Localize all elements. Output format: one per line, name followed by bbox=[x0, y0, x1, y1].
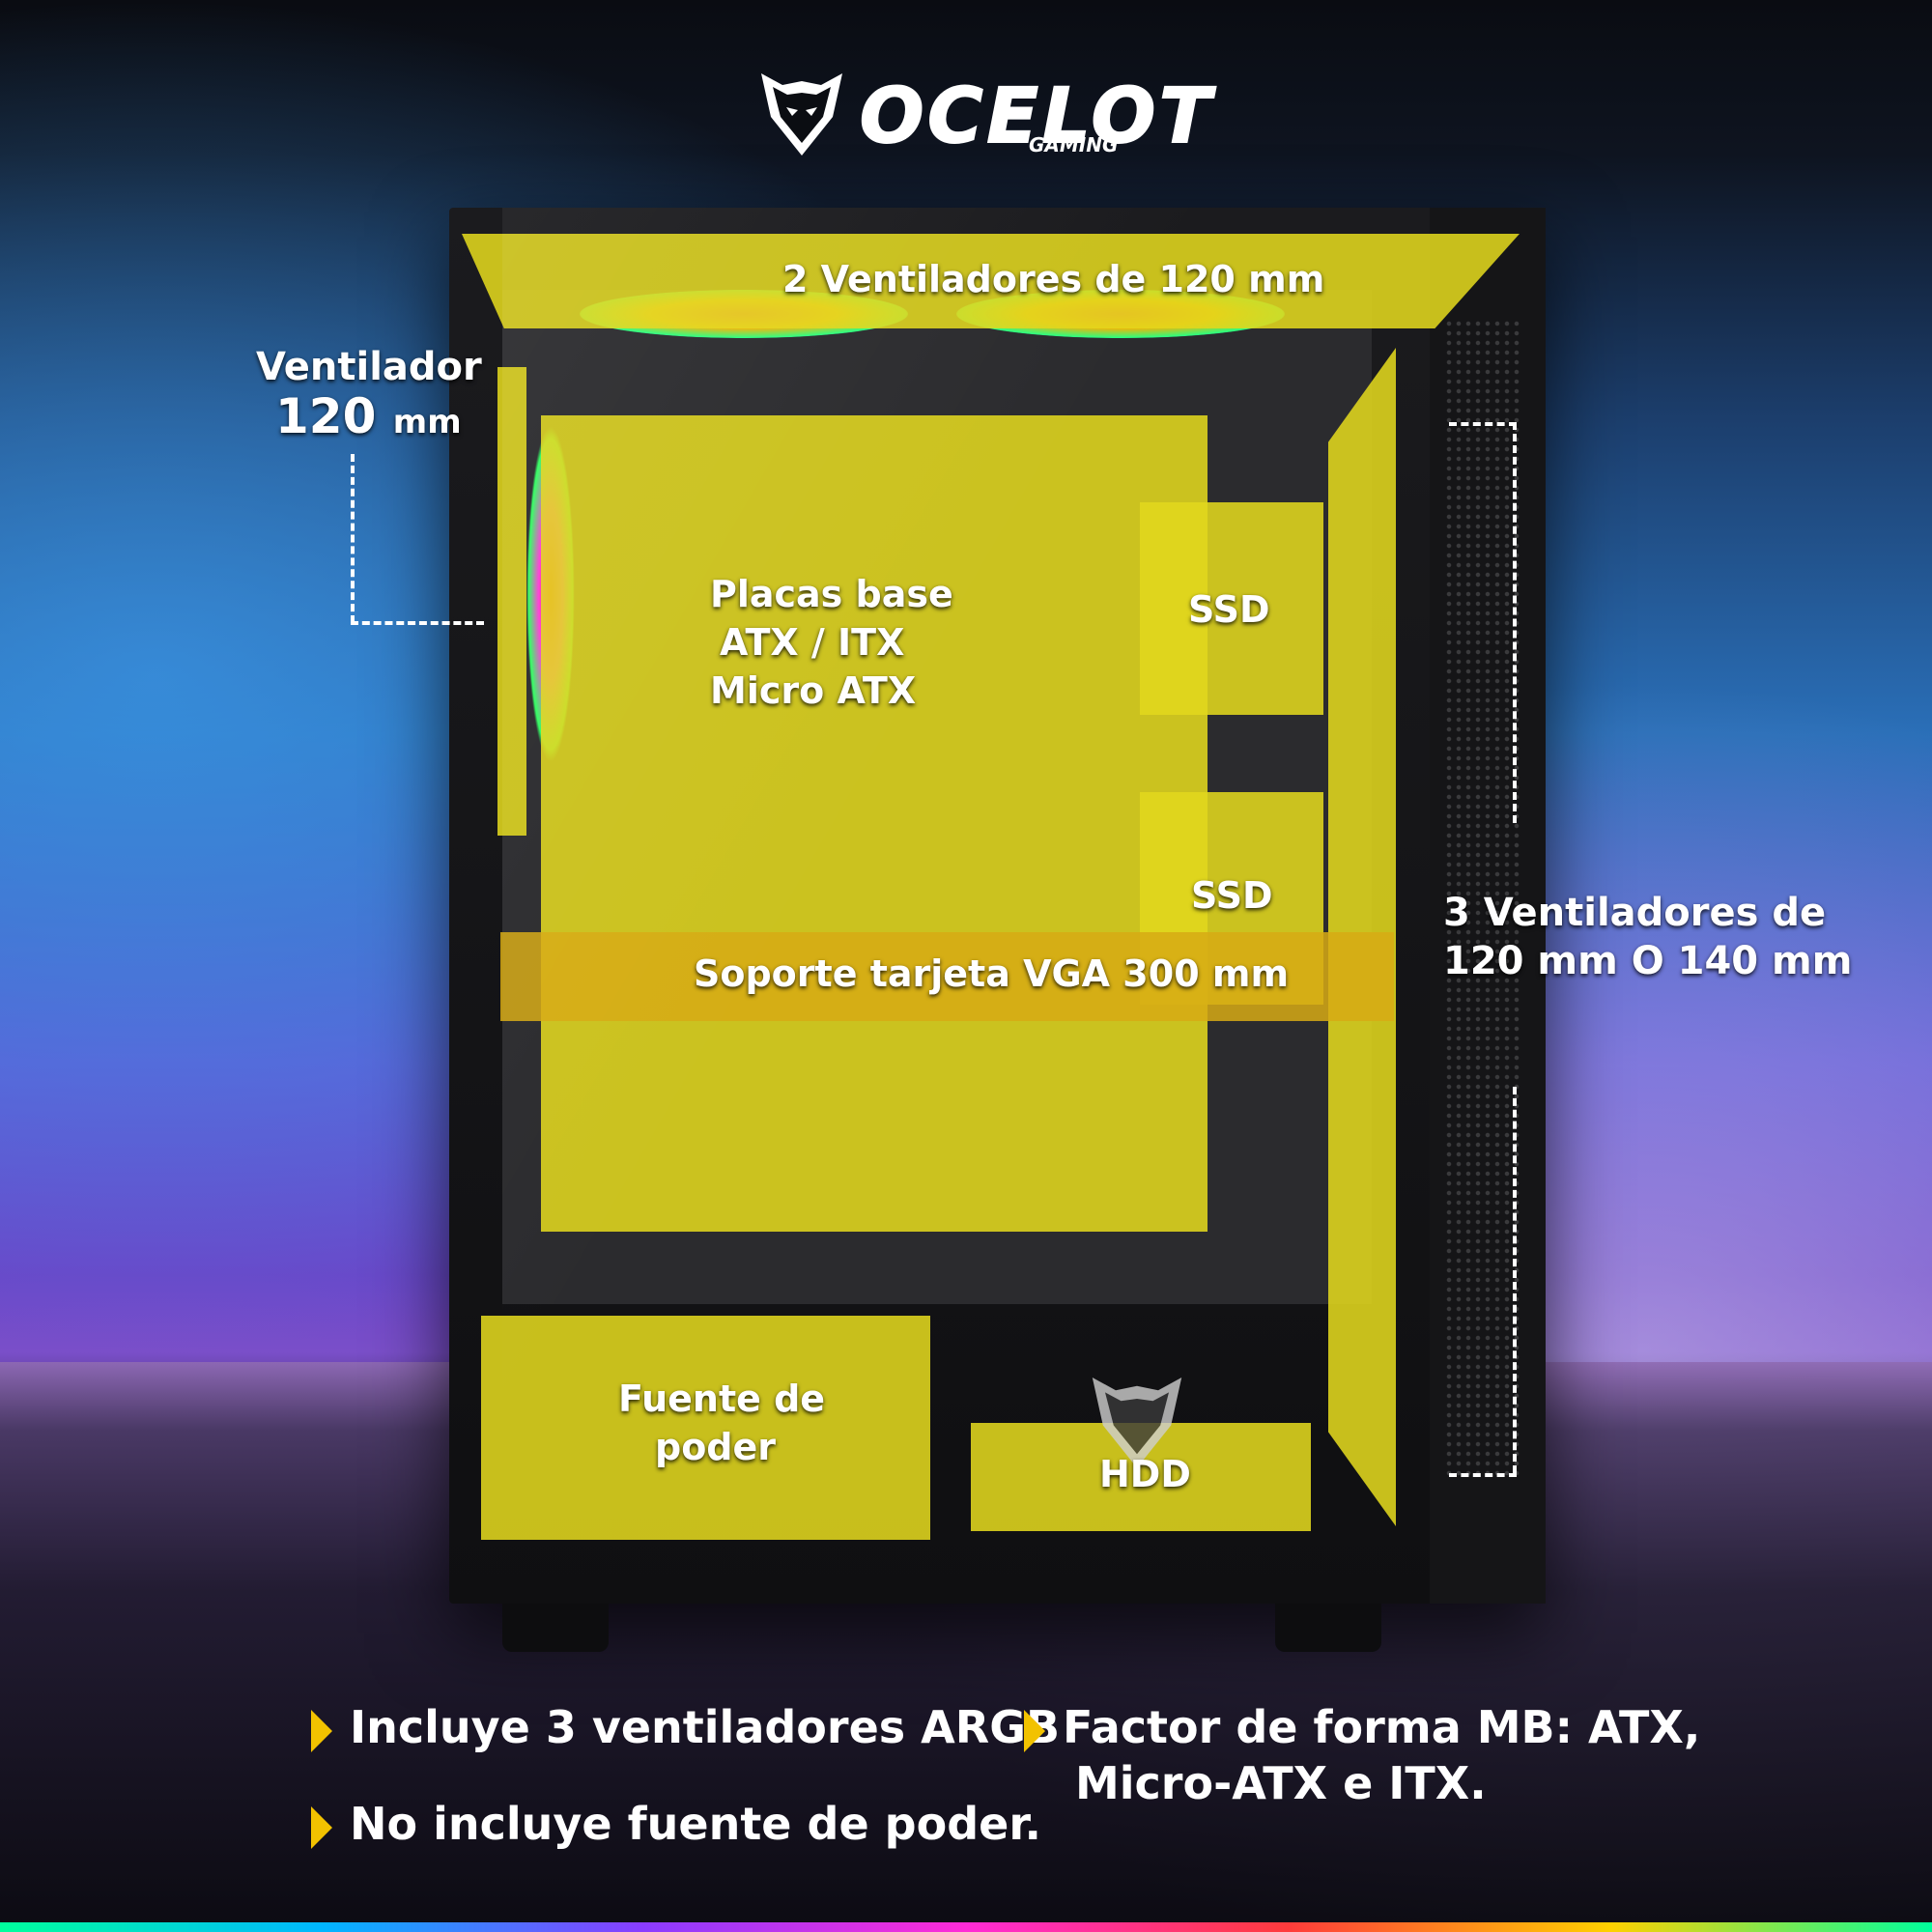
rear-fan-callout-line-h bbox=[351, 621, 484, 625]
psu-label-line1: Fuente de bbox=[618, 1378, 826, 1420]
feature-item: Factor de forma MB: ATX, bbox=[1024, 1700, 1700, 1756]
hdd-label: HDD bbox=[1099, 1453, 1191, 1495]
brand-sub: GAMING bbox=[1029, 133, 1119, 156]
glass-panel bbox=[502, 208, 1478, 1604]
top-fans-highlight bbox=[462, 234, 1520, 328]
feature-item-continued: Micro-ATX e ITX. bbox=[1075, 1757, 1487, 1809]
ssd-1-label: SSD bbox=[1188, 588, 1270, 631]
front-fans-callout-bottom bbox=[1449, 1473, 1517, 1477]
rear-fan-highlight bbox=[497, 367, 526, 836]
front-fans-label-line1: 3 Ventiladores de bbox=[1443, 891, 1827, 935]
rear-fan-label-line2: 120 mm bbox=[275, 388, 462, 444]
front-fans-callout-lower bbox=[1513, 1087, 1517, 1473]
front-fans-label-line2: 120 mm O 140 mm bbox=[1443, 939, 1853, 983]
ocelot-head-icon bbox=[761, 73, 842, 156]
feature-item: Incluye 3 ventiladores ARGB bbox=[311, 1700, 1060, 1756]
case-emblem-icon bbox=[1092, 1378, 1182, 1468]
front-fans-callout-upper bbox=[1513, 422, 1517, 823]
front-mesh bbox=[1444, 319, 1521, 1478]
ssd-2-label: SSD bbox=[1191, 874, 1273, 917]
rear-fan-label-line1: Ventilador bbox=[256, 345, 482, 389]
brand-name: OCELOT bbox=[859, 72, 1215, 161]
brand-logo: OCELOT GAMING bbox=[753, 64, 1211, 170]
case-foot-left bbox=[502, 1604, 609, 1652]
ssd-1-highlight bbox=[1140, 502, 1323, 715]
motherboard-highlight bbox=[541, 415, 1208, 1232]
vga-highlight bbox=[500, 932, 1394, 1021]
bullet-arrow-icon bbox=[311, 1805, 332, 1849]
motherboard-label-line1: Placas base bbox=[710, 573, 953, 615]
bullet-arrow-icon bbox=[1024, 1709, 1045, 1752]
rear-fan-callout-line bbox=[351, 454, 355, 623]
motherboard-label-line2: ATX / ITX bbox=[720, 621, 905, 664]
bullet-arrow-icon bbox=[311, 1709, 332, 1752]
psu-highlight bbox=[481, 1316, 930, 1540]
motherboard-label-line3: Micro ATX bbox=[710, 669, 917, 712]
vga-label: Soporte tarjeta VGA 300 mm bbox=[694, 952, 1290, 995]
rgb-strip bbox=[0, 1922, 1932, 1932]
feature-item: No incluye fuente de poder. bbox=[311, 1797, 1041, 1853]
case-foot-right bbox=[1275, 1604, 1381, 1652]
front-fans-callout-top bbox=[1449, 422, 1517, 426]
psu-label-line2: poder bbox=[655, 1426, 777, 1468]
top-fans-label: 2 Ventiladores de 120 mm bbox=[782, 258, 1325, 300]
